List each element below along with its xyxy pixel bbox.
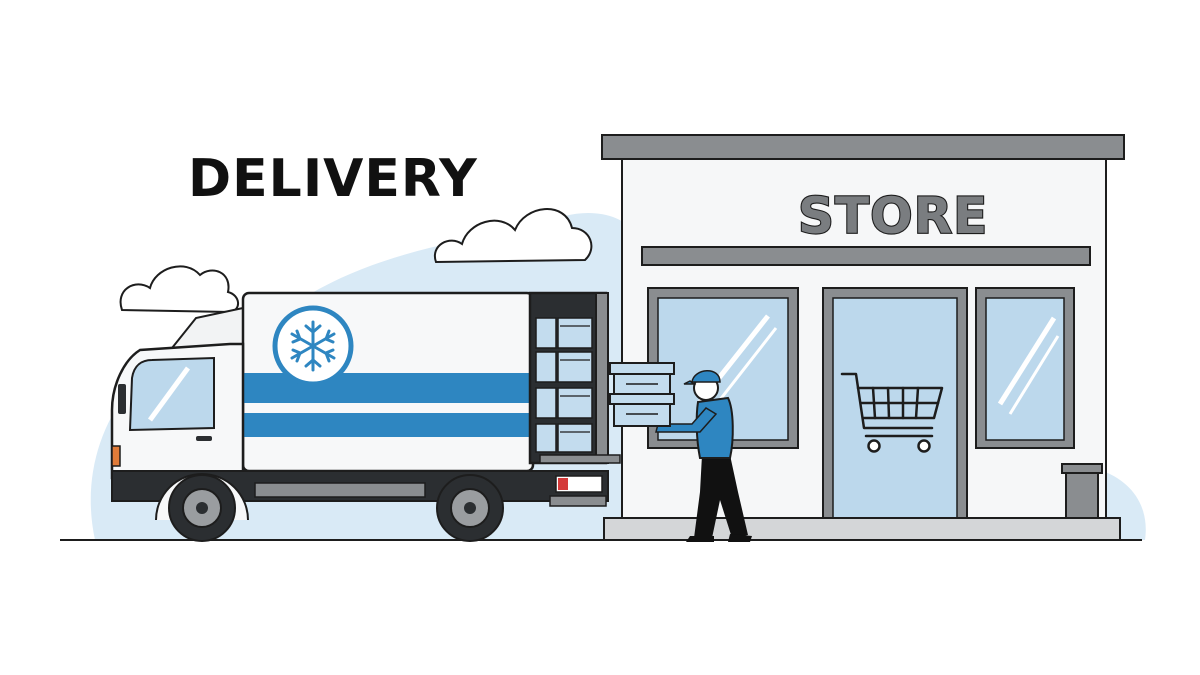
store-sidewalk	[603, 517, 1121, 541]
trash-bin	[1061, 463, 1103, 519]
cap-icon	[683, 370, 721, 385]
truck-stripe-bottom	[244, 413, 532, 437]
store-door	[822, 287, 968, 519]
carried-crates	[609, 362, 675, 427]
store-window-right	[975, 287, 1075, 449]
truck-crates	[535, 317, 593, 453]
shopping-cart-icon	[840, 372, 944, 453]
store-building: STORE	[601, 134, 1125, 541]
store-roof	[601, 134, 1125, 160]
cloud-left	[119, 265, 239, 314]
truck-stripe-top	[244, 373, 532, 403]
truck-headlight	[111, 445, 121, 467]
truck-side-skirt	[254, 482, 426, 498]
store-awning-bar	[641, 246, 1091, 266]
heading-delivery: DELIVERY	[188, 149, 478, 209]
truck-open-rear	[528, 291, 621, 465]
truck-wheel-front	[155, 473, 249, 542]
truck-wheel-rear	[436, 474, 504, 542]
store-sign: STORE	[798, 187, 988, 245]
truck-bumper	[549, 495, 607, 507]
courier-legs	[694, 455, 748, 538]
courier-person	[609, 362, 752, 542]
snowflake-icon	[272, 305, 354, 387]
delivery-truck	[110, 291, 621, 542]
truck-mirror	[118, 384, 126, 414]
cloud-right	[433, 208, 593, 264]
truck-door-handle	[196, 436, 212, 441]
